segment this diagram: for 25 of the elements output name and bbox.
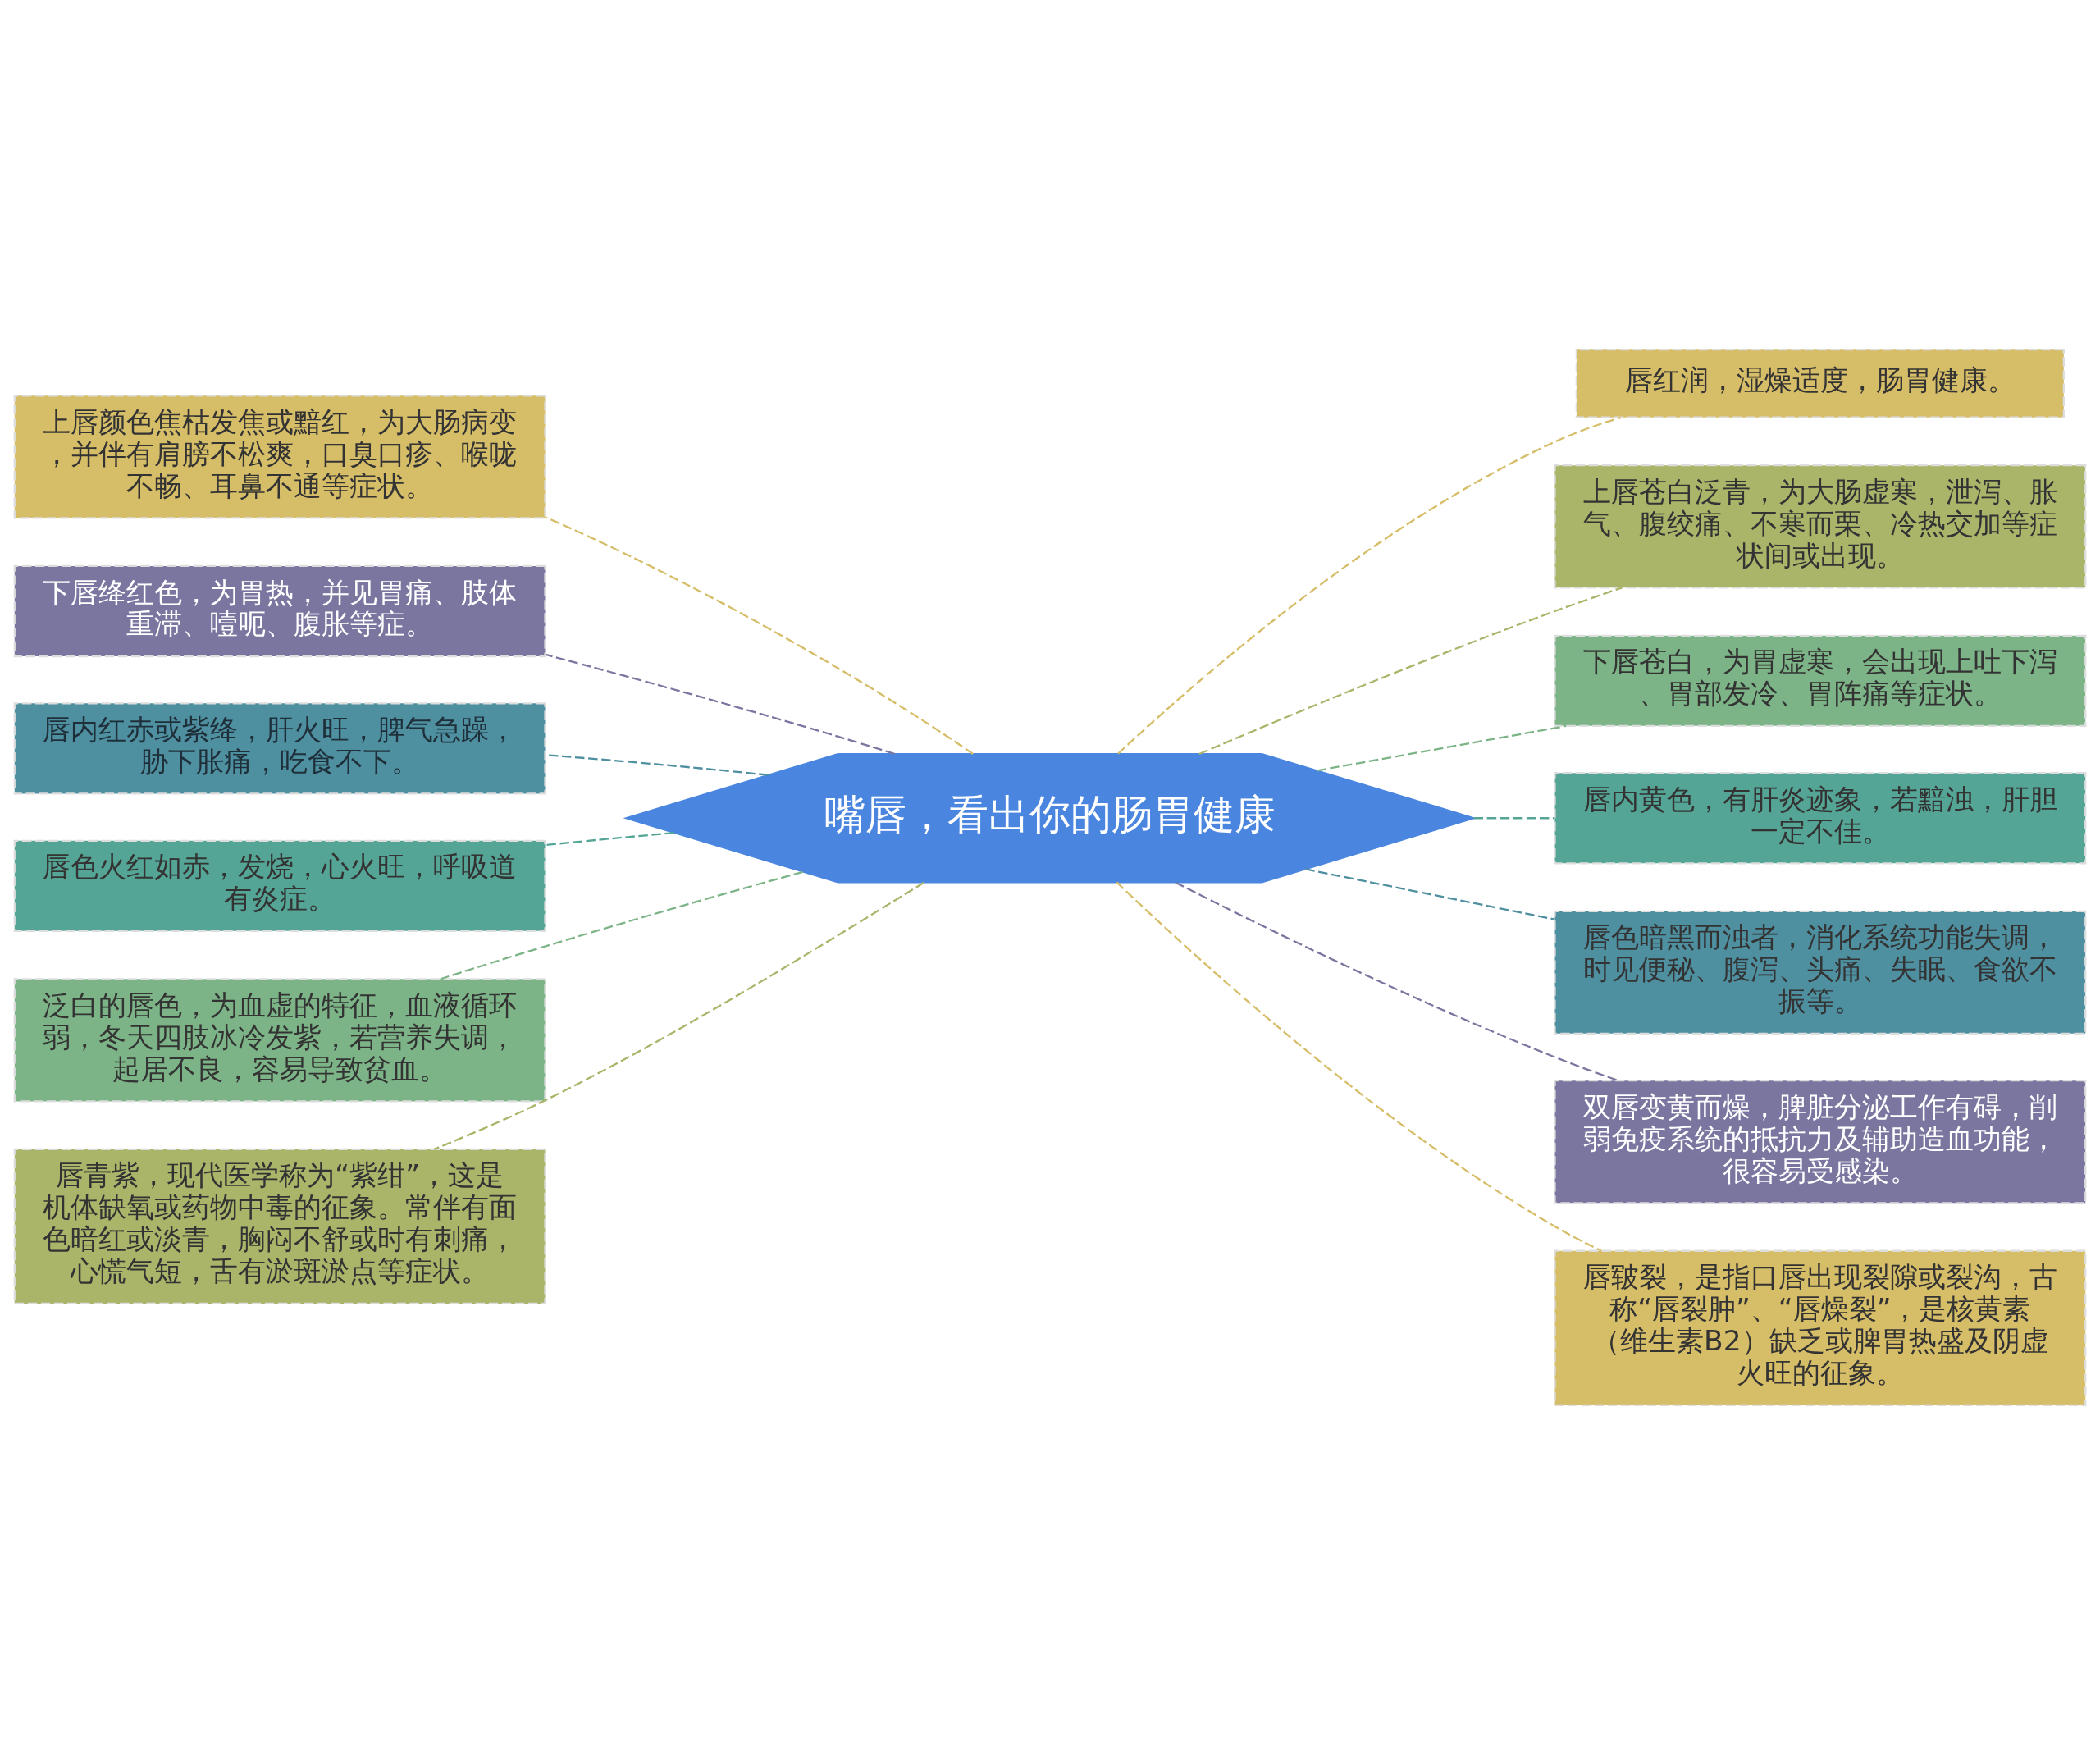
node-box: 上唇苍白泛青，为大肠虚寒，泄泻、胀气、腹绞痛、不寒而栗、冷热交加等症状间或出现。 [1554,464,2087,588]
connector [1117,416,1622,754]
node-box: 唇青紫，现代医学称为“紫绀”，这是机体缺氧或药物中毒的征象。常伴有面色暗红或淡青，胸闷不舒或时有刺痛，心慌气短，舌有淤斑淤点等症状。 [13,1148,546,1304]
connector [1317,724,1567,771]
connector [1198,586,1623,755]
connector [545,516,974,755]
connector [545,831,674,846]
connector [1305,867,1555,920]
node-box: 唇皲裂，是指口唇出现裂隙或裂沟，古称“唇裂肿”、“唇燥裂”，是核黄素（维生素B2）缺乏或脾胃热盛及阴虚火旺的征象。 [1554,1249,2087,1406]
node-box: 下唇绛红色，为胃热，并见胃痛、肢体重滞、噎呃、腹胀等症。 [13,564,546,657]
node-box: 泛白的唇色，为血虚的特征，血液循环弱，冬天四肢冰冷发紫，若营养失调，起居不良，容易导致贫血。 [13,977,546,1103]
connector [1175,881,1618,1081]
connector [546,653,895,755]
node-box: 下唇苍白，为胃虚寒，会出现上吐下泻、胃部发冷、胃阵痛等症状。 [1554,634,2087,727]
connector [433,881,924,1150]
connector [1473,816,1555,819]
node-box: 唇色暗黑而浊者，消化系统功能失调，时见便秘、腹泻、头痛、失眠、食欲不振等。 [1554,910,2087,1035]
node-box: 唇色火红如赤，发烧，心火旺，呼吸道有炎症。 [13,839,546,932]
connector [440,870,803,980]
node-box: 唇内红赤或紫绛，肝火旺，脾气急躁，胁下胀痛，吃食不下。 [13,701,546,795]
node-box: 唇内黄色，有肝炎迹象，若黯浊，肝胆一定不佳。 [1554,771,2087,864]
node-box: 双唇变黄而燥，脾脏分泌工作有碍，削弱免疫系统的抵抗力及辅助造血功能，很容易受感染。 [1554,1079,2087,1204]
connector [1116,881,1602,1252]
node-box: 上唇颜色焦枯发焦或黯红，为大肠病变，并伴有肩膀不松爽，口臭口疹、喉咙不畅、耳鼻不通等症状。 [13,394,546,519]
node-box: 唇红润，湿燥适度，肠胃健康。 [1575,348,2065,418]
